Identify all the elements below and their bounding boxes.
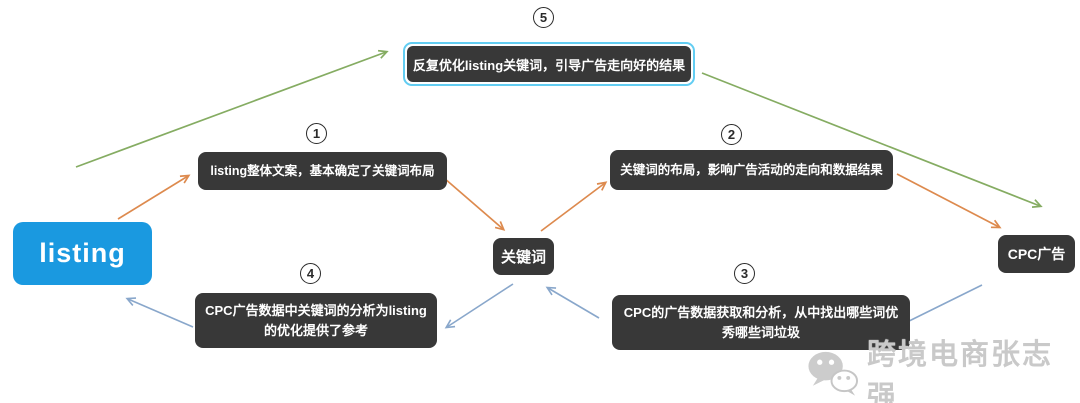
step5-text: 反复优化listing关键词，引导广告走向好的结果 xyxy=(407,46,691,82)
step1-number-badge: 1 xyxy=(306,123,327,144)
step5-number-badge: 5 xyxy=(533,7,554,28)
arrow-keyword-to-step2 xyxy=(540,181,608,232)
step4-box: CPC广告数据中关键词的分析为listing的优化提供了参考 xyxy=(195,293,437,348)
step2-box: 关键词的布局，影响广告活动的走向和数据结果 xyxy=(610,150,893,190)
node-keyword: 关键词 xyxy=(493,238,554,275)
node-listing: listing xyxy=(13,222,152,285)
arrow-cpc-to-step3 xyxy=(896,284,983,328)
step1-box: listing整体文案，基本确定了关键词布局 xyxy=(198,152,447,190)
arrow-listing-to-step5 xyxy=(75,49,389,168)
node-cpc-ads: CPC广告 xyxy=(998,235,1075,273)
step3-box: CPC的广告数据获取和分析，从中找出哪些词优秀哪些词垃圾 xyxy=(612,295,910,350)
arrow-step1-to-keyword xyxy=(443,177,506,231)
arrow-step2-to-cpc xyxy=(896,173,1002,229)
watermark-text: 跨境电商张志强 xyxy=(866,339,1053,403)
arrow-step3-to-keyword xyxy=(545,286,600,319)
arrow-step4-to-listing xyxy=(125,297,194,328)
arrow-keyword-to-step4 xyxy=(444,283,514,329)
arrow-step5-to-cpc xyxy=(701,72,1043,209)
watermark: 跨境电商张志强 xyxy=(806,331,1080,403)
step4-number-badge: 4 xyxy=(300,263,321,284)
step2-number-badge: 2 xyxy=(721,124,742,145)
step3-number-badge: 3 xyxy=(734,263,755,284)
arrow-listing-to-step1 xyxy=(117,174,191,220)
wechat-icon xyxy=(808,351,859,396)
step5-box: 反复优化listing关键词，引导广告走向好的结果 xyxy=(403,42,695,86)
